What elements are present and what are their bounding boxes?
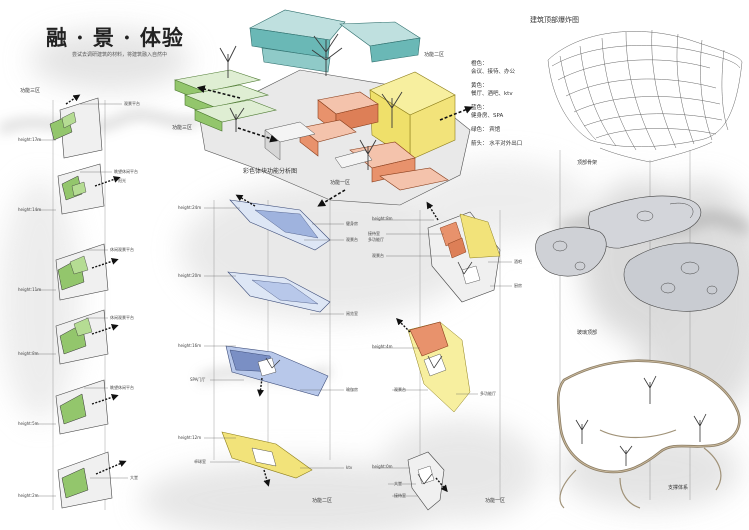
zone2-label-top: 功能二区	[424, 52, 445, 58]
zone1-callout: 厨房	[514, 283, 522, 288]
hero-axonometric	[173, 9, 473, 207]
zone3-callout: 眺望休闲平台	[110, 385, 134, 390]
zone1-callout: 多功能厅	[480, 391, 496, 396]
tree-icons	[219, 33, 403, 170]
zone2-callout: 卓球室	[194, 459, 206, 464]
zone2-height: height:12m	[178, 435, 202, 440]
roof-skeleton	[547, 29, 743, 163]
legend-line: 黄色：	[471, 83, 488, 89]
zone2-floor-16m	[225, 345, 329, 397]
legend-line: 橙色：	[471, 61, 488, 67]
page-subtitle: 尝试去调研建筑的材料，将建筑融入自然中	[72, 52, 168, 58]
zone3-callout: 大堂	[130, 475, 138, 480]
zone3-callout: 阳光	[118, 178, 126, 183]
zone2-callout: 健身房	[346, 221, 358, 226]
zone1-label-bottom: 功能一区	[485, 498, 506, 504]
roof-glass-label: 玻璃顶部	[577, 330, 598, 336]
zone2-height: height:16m	[178, 343, 202, 348]
zone1-callout: 观景台	[394, 387, 406, 392]
zone1-floor-0m	[407, 451, 448, 511]
zone3-floor-6	[57, 451, 127, 509]
zone2-callout: SPA门厅	[190, 377, 206, 382]
zone1-height: height:8m	[372, 216, 393, 221]
zone2-floor-12m	[221, 431, 313, 487]
zone2-floor-20m	[227, 271, 331, 313]
zone1-label-top: 功能一区	[330, 180, 351, 186]
zone2-callout: ktv	[346, 465, 353, 470]
zone1-floor-4m	[396, 318, 471, 413]
glass-panels	[535, 195, 739, 312]
tree-icons	[575, 375, 707, 466]
main-diagram-caption: 彩色体块功能分析图	[243, 168, 298, 175]
zone2-callout: 观景台	[346, 237, 358, 242]
zone3-callout: 观景平台	[124, 101, 140, 106]
zone3-callout: 休闲观景平台	[110, 315, 134, 320]
zone3-floor-stack	[36, 94, 128, 510]
zone3-height: height:17m	[18, 137, 42, 142]
zone1-floor-stack	[372, 201, 512, 511]
legend-line: 会议、接待、办公	[471, 69, 516, 75]
zone3-floor-2	[57, 163, 121, 215]
zone3-label-left: 功能三区	[20, 88, 41, 94]
legend-line: 蓝色：	[471, 105, 488, 111]
zone2-floor-stack	[204, 194, 344, 487]
zone2-floor-24m	[229, 194, 331, 251]
color-legend: 橙色： 会议、接待、办公 黄色： 餐厅、酒吧、ktv 蓝色： 健身房、SPA 绿…	[471, 60, 551, 148]
zone1-height: height:0m	[372, 464, 393, 469]
zone3-callout: 眺望休闲平台	[114, 169, 138, 174]
zone1-callout: 观景台	[372, 253, 384, 258]
zone2-height: height:20m	[178, 273, 202, 278]
zone2-callout: 瑜伽房	[346, 387, 358, 392]
zone2-height: height:24m	[178, 205, 202, 210]
zone3-floor-5	[55, 379, 119, 435]
legend-line: 健身房、SPA	[471, 113, 504, 119]
roof-explode-title: 建筑顶部爆炸图	[530, 16, 579, 24]
page-title: 融 · 景 · 体验	[46, 25, 184, 50]
legend-line: 箭头： 水平对外出口	[471, 141, 523, 147]
zone3-floor-3	[55, 243, 119, 301]
zone1-callout: 接待室	[368, 231, 380, 236]
teal-blocks	[249, 9, 421, 73]
zone2-callout: 阅览室	[346, 311, 358, 316]
support-system	[556, 359, 741, 509]
zone3-callout: 休闲观景平台	[110, 247, 134, 252]
yellow-blocks	[369, 71, 456, 161]
zone3-height: height:2m	[18, 493, 39, 498]
zone1-height: height:4m	[372, 344, 393, 349]
legend-line: 餐厅、酒吧、ktv	[471, 91, 513, 97]
green-blocks	[173, 69, 278, 132]
zone3-height: height:8m	[18, 351, 39, 356]
legend-line: 绿色： 宾馆	[471, 127, 501, 133]
roof-support-label: 支撑体系	[668, 485, 689, 491]
roof-exploded-diagram	[535, 29, 743, 509]
zone1-callout: 接待室	[394, 493, 406, 498]
zone2-label-bottom: 功能二区	[312, 498, 333, 504]
orange-blocks	[299, 91, 449, 191]
zone1-callout: 大堂	[394, 481, 402, 486]
zone3-floor-4	[55, 309, 119, 365]
zone3-height: height:11m	[18, 287, 42, 292]
zone3-label-top: 功能三区	[172, 125, 193, 131]
zone1-callout: 酒吧	[514, 259, 522, 264]
zone1-floor-8m	[426, 201, 501, 303]
roof-skeleton-label: 顶部骨架	[577, 160, 598, 166]
zone3-height: height:5m	[18, 421, 39, 426]
zone1-callout: 多功能厅	[368, 237, 384, 242]
zone3-height: height:14m	[18, 207, 42, 212]
zone3-floor-1	[49, 94, 103, 159]
